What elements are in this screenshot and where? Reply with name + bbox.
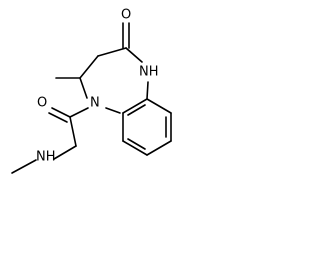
bond-acyl-carbonyl-2 [48,112,68,123]
ring-nh-label: NH [139,65,159,80]
bond-acyl-carbonyl-1 [51,107,71,118]
acyl-carbonyl-oxygen-label: O [37,96,47,111]
amide-nitrogen-label: N [90,96,100,111]
bond-ar-3 [146,140,172,156]
bond-nh-methyl [11,159,37,174]
bond-n-ar [105,107,121,114]
bond-ar-1 [146,98,172,114]
amine-nh-label: NH [36,150,56,165]
bond-nh-ar [146,81,149,100]
ring-carbonyl-oxygen-label: O [121,8,131,23]
bond-c-ch2 [97,47,127,57]
bond-ar-inner-3 [127,104,146,116]
bond-ar-6 [122,98,148,114]
bond-acyl-ch2 [69,116,77,147]
bond-n-acyl [69,107,89,118]
bond-ar-inner-2 [127,138,146,150]
bond-ch2-nh [53,145,77,160]
bond-ar-4 [122,140,148,156]
bond-chme-n [79,77,88,99]
bond-ch2-chme [79,55,99,79]
molecular-structure: O NH N O NH [11,8,172,174]
bond-c-nh [125,47,143,63]
